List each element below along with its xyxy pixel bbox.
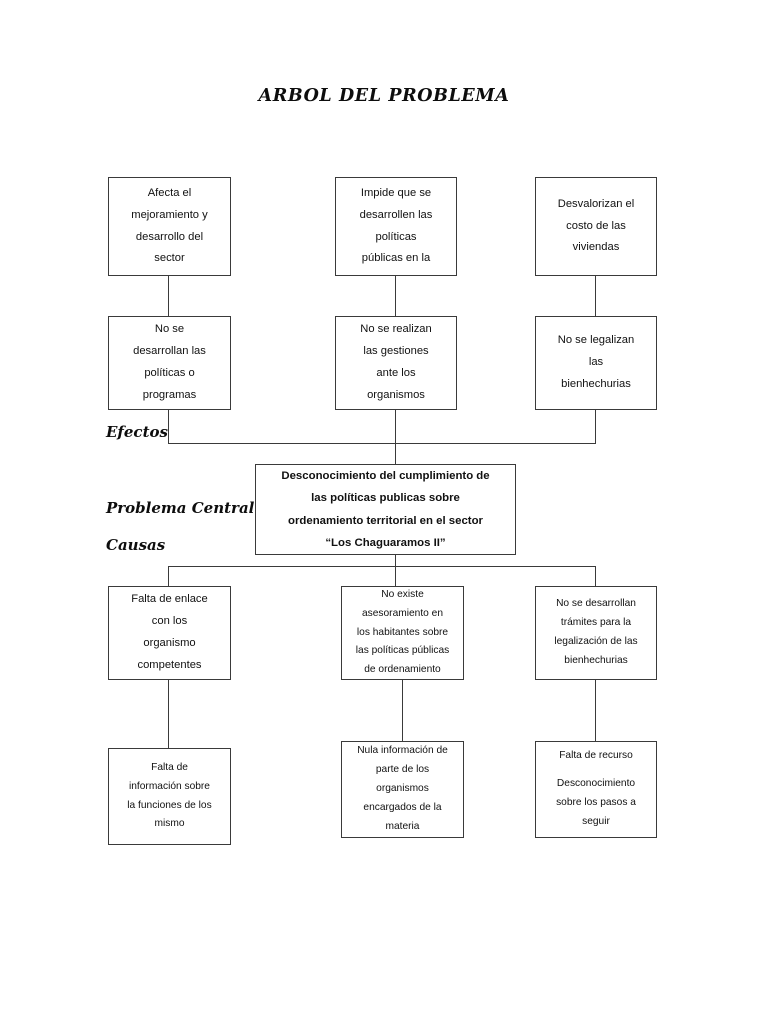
node-text-line: No se desarrollan xyxy=(556,598,636,610)
node-text-line: competentes xyxy=(137,658,202,671)
node-text-line: sobre los pasos a xyxy=(556,797,636,809)
node-text-line: No se xyxy=(154,323,185,336)
node-text-line: “Los Chaguaramos II” xyxy=(325,536,446,549)
side-label-causes: Causas xyxy=(106,536,166,554)
causes-bus-bar xyxy=(168,566,596,568)
node-text-line: No existe xyxy=(381,588,424,600)
node-text-line: materia xyxy=(385,820,420,832)
connector-causes-bus-to-cause3 xyxy=(595,566,597,586)
node-text-line: trámites para la xyxy=(560,617,632,629)
node-text-line: políticas xyxy=(375,230,417,243)
cause-box-1: Falta de enlace con los organismo competent… xyxy=(108,586,231,680)
node-text-line: de ordenamiento xyxy=(364,664,441,676)
node-text-line: ante los xyxy=(376,367,416,379)
cause-sub-box-2: Nula información de parte de los organismo… xyxy=(341,741,464,838)
node-text-line: mismo xyxy=(154,818,185,830)
node-text-line: asesoramiento en xyxy=(362,607,443,619)
connector-causes-bus-to-cause1 xyxy=(168,566,170,586)
page-title: ARBOL DEL PROBLEMA xyxy=(258,86,510,106)
node-text-line: organismos xyxy=(367,388,425,401)
node-text-line: costo de las xyxy=(566,219,626,232)
node-text-line: Falta de xyxy=(151,761,188,773)
node-text-line: desarrollan las xyxy=(133,345,206,358)
node-text-line: viviendas xyxy=(572,241,620,254)
side-label-central-problem: Problema Central xyxy=(106,499,255,517)
node-text-line: con los xyxy=(151,615,188,628)
central-problem-box: Desconocimiento del cumplimiento de las p… xyxy=(255,464,516,555)
effect-box-mid-1: No se desarrollan las políticas o programas xyxy=(108,316,231,410)
node-text-line: Falta de recurso xyxy=(559,749,633,761)
node-text-line: ordenamiento territorial en el sector xyxy=(288,514,483,527)
node-text-line: legalización de las xyxy=(554,636,638,647)
node-text-line: bienhechurias xyxy=(564,654,628,666)
node-text-line: Desvalorizan el xyxy=(557,197,635,210)
connector-central-problem-to-causes-bus xyxy=(395,555,397,567)
effects-bus-bar xyxy=(168,443,596,445)
connector-top3-to-mid3 xyxy=(595,276,597,316)
node-text-line: mejoramiento y xyxy=(131,208,208,221)
connector-cause2-to-sub2 xyxy=(402,680,404,741)
node-text-line: la funciones de los xyxy=(127,799,212,811)
cause-sub-box-1: Falta de información sobre la funciones de… xyxy=(108,748,231,845)
connector-top2-to-mid2 xyxy=(395,276,397,316)
effect-box-top-1: Afecta el mejoramiento y desarrollo del sec… xyxy=(108,177,231,276)
node-text-line: Falta de enlace xyxy=(131,593,208,606)
connector-cause3-to-sub3 xyxy=(595,680,597,741)
node-text-line: desarrollen las xyxy=(359,208,433,221)
connector-bus-to-central-problem xyxy=(395,443,397,464)
node-text-line: organismos xyxy=(376,783,429,795)
node-text-line: Desconocimiento xyxy=(556,778,636,790)
effect-box-top-2: Impide que se desarrollen las políticas púb… xyxy=(335,177,457,276)
connector-mid2-to-bus xyxy=(395,410,397,444)
node-text-line: parte de los xyxy=(375,764,430,776)
node-text-line: las políticas publicas sobre xyxy=(311,492,460,505)
node-text-line: No se legalizan xyxy=(557,334,635,347)
cause-box-3: No se desarrollan trámites para la legaliz… xyxy=(535,586,657,680)
node-text-line: las gestiones xyxy=(363,345,429,358)
connector-mid1-to-bus xyxy=(168,410,170,444)
node-text-line: bienhechurias xyxy=(561,377,631,390)
effect-box-top-3: Desvalorizan el costo de las viviendas xyxy=(535,177,657,276)
connector-cause1-to-sub1 xyxy=(168,680,170,748)
node-text-line: los habitantes sobre xyxy=(356,626,449,638)
node-text-line: Impide que se xyxy=(360,186,432,199)
node-text-line: organismo xyxy=(143,637,196,649)
node-text-line: seguir xyxy=(582,816,610,828)
node-text-line: las xyxy=(588,356,604,369)
node-text-line: No se realizan xyxy=(360,323,432,336)
connector-mid3-to-bus xyxy=(595,410,597,444)
side-label-effects: Efectos xyxy=(106,423,168,441)
node-text-line: sector xyxy=(154,252,185,265)
cause-box-2: No existe asesoramiento en los habitantes … xyxy=(341,586,464,680)
connector-causes-bus-to-cause2 xyxy=(395,566,397,586)
node-text-line: políticas o xyxy=(144,367,195,379)
effect-box-mid-3: No se legalizan las bienhechurias xyxy=(535,316,657,410)
node-text-line: desarrollo del xyxy=(135,230,204,243)
node-text-line: Desconocimiento del cumplimiento de xyxy=(281,470,490,483)
node-text-line: las políticas públicas xyxy=(355,645,450,657)
node-text-line: encargados de la xyxy=(363,801,442,813)
node-text-line: Afecta el xyxy=(147,186,192,199)
connector-top1-to-mid1 xyxy=(168,276,170,316)
node-text-line: públicas en la xyxy=(361,252,431,265)
node-text-line: Nula información de xyxy=(357,745,448,757)
effect-box-mid-2: No se realizan las gestiones ante los organ… xyxy=(335,316,457,410)
node-text-line: programas xyxy=(142,388,197,401)
node-text-line: información sobre xyxy=(129,780,210,792)
